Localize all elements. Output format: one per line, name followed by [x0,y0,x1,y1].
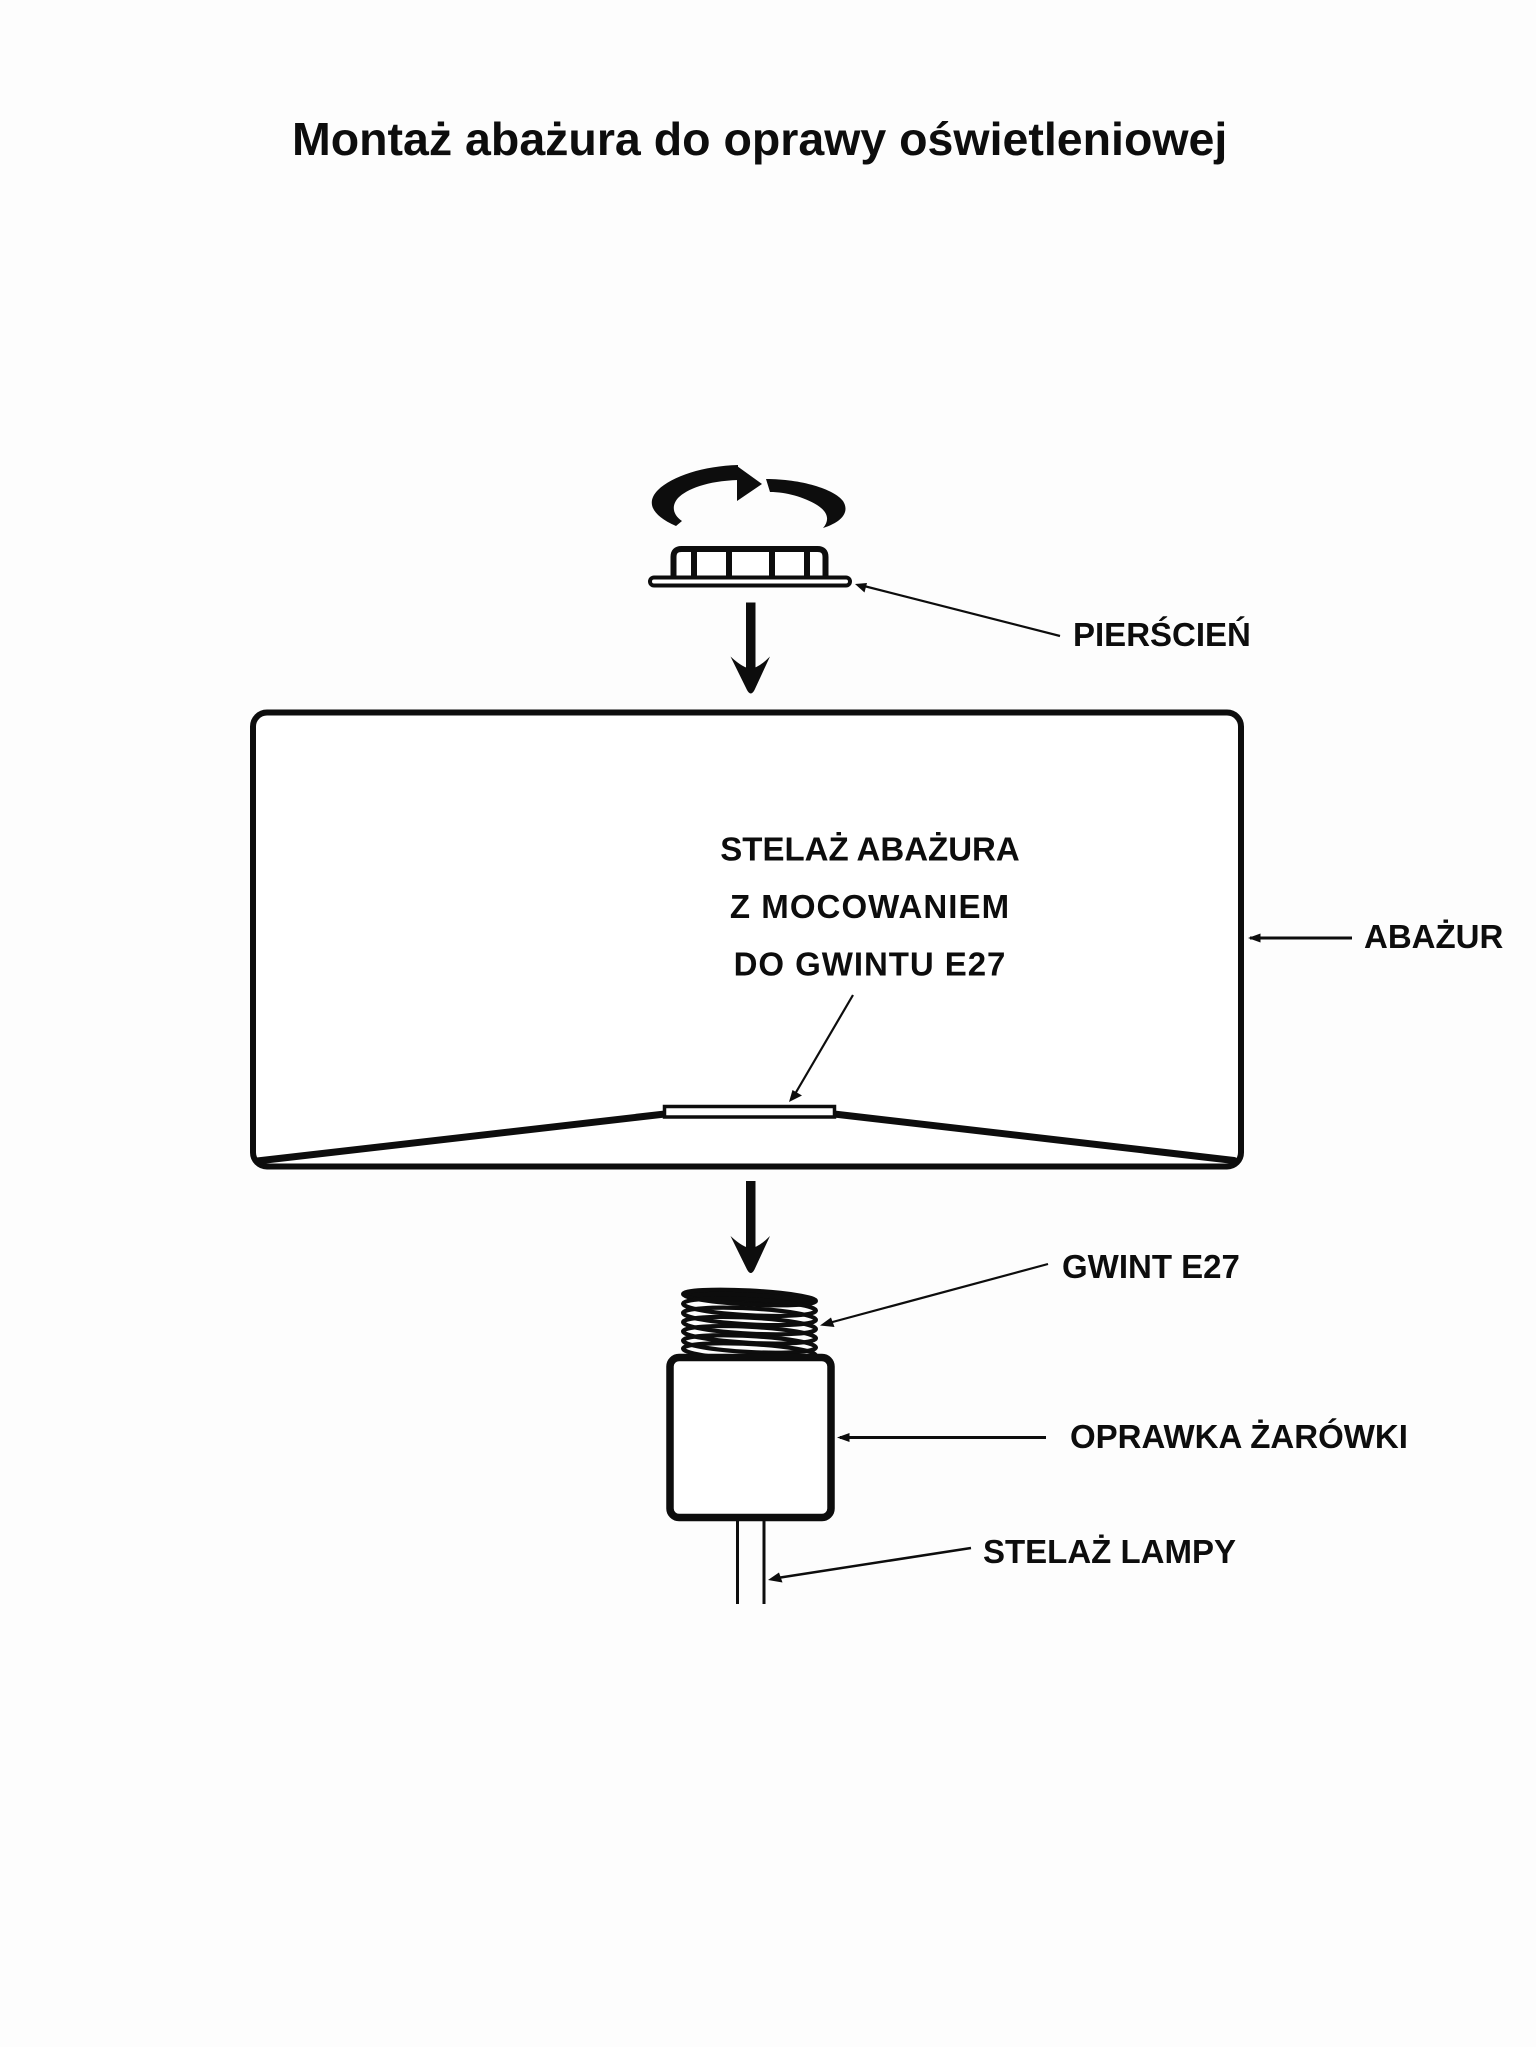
svg-text:OPRAWKA ŻARÓWKI: OPRAWKA ŻARÓWKI [1070,1418,1408,1455]
svg-text:PIERŚCIEŃ: PIERŚCIEŃ [1073,616,1251,653]
svg-text:GWINT E27: GWINT E27 [1062,1248,1240,1285]
svg-text:DO GWINTU E27: DO GWINTU E27 [734,946,1007,983]
svg-text:ABAŻUR: ABAŻUR [1364,918,1503,955]
svg-text:STELAŻ LAMPY: STELAŻ LAMPY [983,1533,1236,1570]
svg-text:Z MOCOWANIEM: Z MOCOWANIEM [730,888,1010,925]
svg-text:Montaż abażura do oprawy oświe: Montaż abażura do oprawy oświetleniowej [292,113,1227,165]
svg-text:STELAŻ ABAŻURA: STELAŻ ABAŻURA [720,831,1019,868]
